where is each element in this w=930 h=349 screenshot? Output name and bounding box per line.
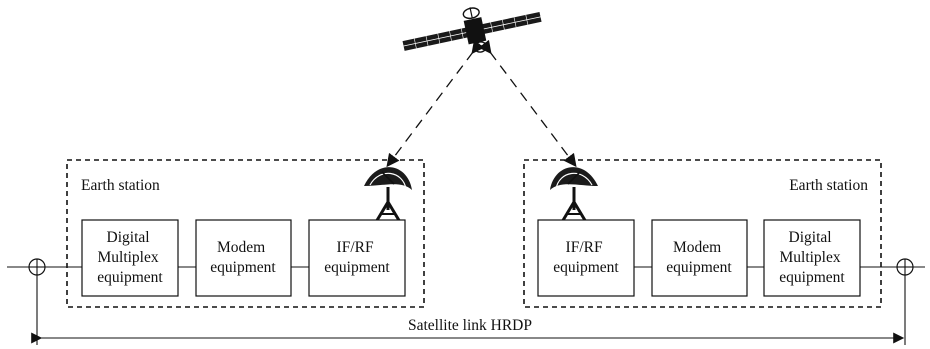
left-ifrf-box xyxy=(308,219,406,297)
left-earth-station-label: Earth station xyxy=(81,177,160,194)
right-ifrf-label: IF/RF equipment xyxy=(553,239,619,276)
satellite-icon xyxy=(402,7,542,53)
left-modem-box xyxy=(195,219,292,297)
left-digital-multiplex-box xyxy=(81,219,179,297)
satellite-uplink-left xyxy=(386,39,485,168)
left-ifrf-label: IF/RF equipment xyxy=(324,239,390,276)
right-modem-box xyxy=(651,219,748,297)
left-dish-antenna-icon xyxy=(364,167,412,223)
left-digital-multiplex-label: Digital Multiplex equipment xyxy=(97,229,163,286)
right-digital-multiplex-box xyxy=(763,219,861,297)
right-modem-label: Modem equipment xyxy=(666,239,732,276)
right-ifrf-box xyxy=(537,219,635,297)
hrdp-link-label: Satellite link HRDP xyxy=(408,317,532,334)
right-digital-multiplex-label: Digital Multiplex equipment xyxy=(779,229,845,286)
satellite-uplink-right xyxy=(478,39,577,168)
right-dish-antenna-icon xyxy=(550,167,598,223)
left-modem-label: Modem equipment xyxy=(210,239,276,276)
right-earth-station-label: Earth station xyxy=(789,177,868,194)
